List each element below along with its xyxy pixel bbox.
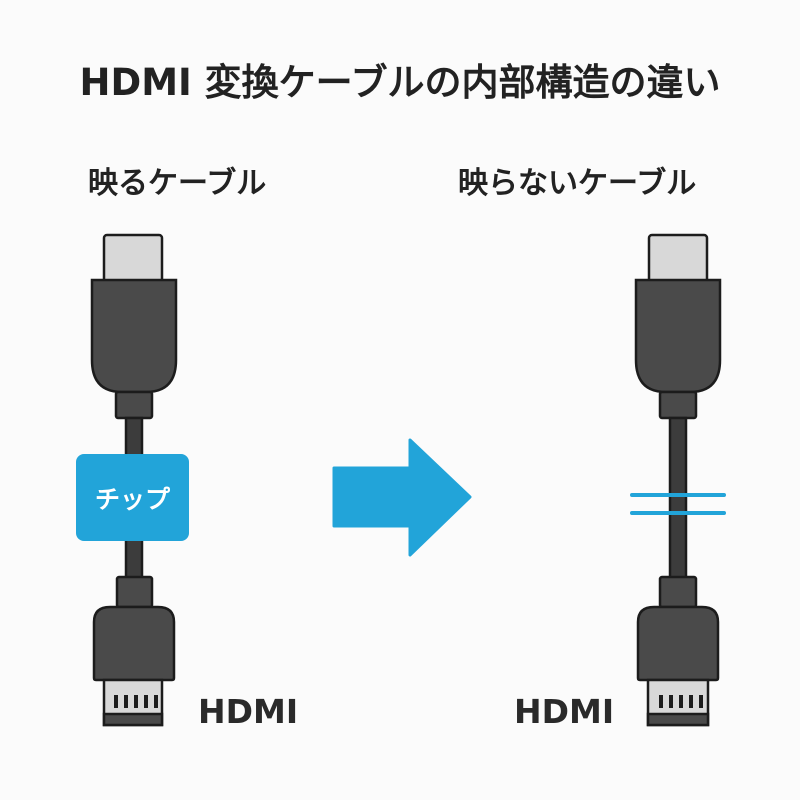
usb-c-connector-icon — [90, 233, 178, 420]
right-cable — [630, 233, 726, 727]
left-heading: 映るケーブル — [88, 166, 267, 201]
arrow-right-icon — [332, 438, 472, 557]
page-title: HDMI 変換ケーブルの内部構造の違い — [79, 61, 721, 104]
chip-label: チップ — [94, 484, 170, 514]
cable-break-icon — [630, 493, 726, 515]
left-hdmi-label: HDMI — [198, 692, 299, 731]
hdmi-connector-icon — [92, 575, 176, 727]
right-hdmi-label: HDMI — [514, 692, 615, 731]
usb-c-connector-icon — [634, 233, 722, 420]
chip-box: チップ — [76, 454, 189, 541]
hdmi-connector-icon — [636, 575, 720, 727]
left-cable — [90, 233, 178, 727]
right-heading: 映らないケーブル — [458, 166, 697, 201]
